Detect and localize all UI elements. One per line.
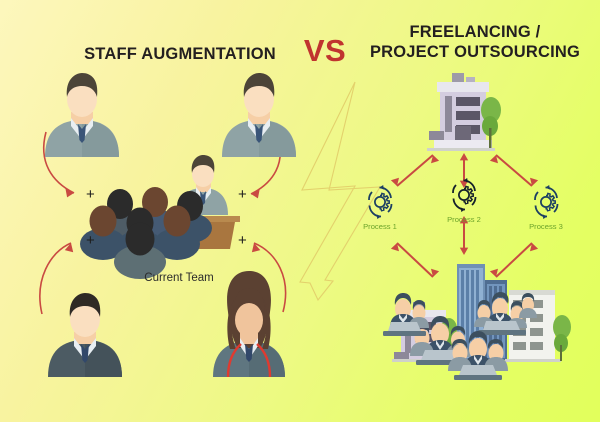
worker-desk-2 xyxy=(383,293,429,336)
arrow-top-left xyxy=(42,131,75,198)
current-team-label: Current Team xyxy=(144,272,214,284)
worker-desk-3 xyxy=(474,292,527,335)
left-panel-title: STAFF AUGMENTATION xyxy=(84,45,276,63)
right-panel-title-line-2: PROJECT OUTSOURCING xyxy=(369,43,581,62)
process-1-label: Process 1 xyxy=(363,222,397,231)
client-office-building xyxy=(427,73,501,151)
right-panel-title-line-1: FREELANCING / xyxy=(409,23,541,41)
worker-desk-5 xyxy=(519,293,537,318)
plus-sign-top-right: + xyxy=(238,186,247,203)
process-3-icon xyxy=(534,185,559,219)
arrow-process-1-to-vendor xyxy=(390,242,440,278)
process-1-icon xyxy=(368,185,393,219)
augment-person-top-right xyxy=(222,73,296,157)
arrow-building-to-process-1 xyxy=(390,154,440,187)
current-team-cluster xyxy=(80,155,240,279)
arrow-process-2-to-vendor xyxy=(459,216,469,255)
arrow-bottom-left xyxy=(39,242,74,315)
plus-sign-bottom-left: + xyxy=(86,232,95,249)
plus-sign-bottom-right: + xyxy=(238,232,247,249)
plus-sign-top-left: + xyxy=(86,186,95,203)
process-2-icon xyxy=(452,178,477,212)
process-2-label: Process 2 xyxy=(447,215,481,224)
arrow-process-3-to-vendor xyxy=(489,242,539,278)
augment-person-bottom-left xyxy=(48,293,122,377)
arrow-bottom-right xyxy=(251,242,287,313)
process-3-label: Process 3 xyxy=(529,222,563,231)
worker-desk-4 xyxy=(448,331,508,380)
augment-person-top-left xyxy=(45,73,119,157)
vendor-workers xyxy=(383,292,537,380)
arrow-building-to-process-3 xyxy=(489,154,539,187)
augment-person-bottom-right xyxy=(213,271,285,378)
arrow-building-to-process-2 xyxy=(459,153,469,188)
vs-label: VS xyxy=(303,33,347,68)
right-panel-title: FREELANCING / PROJECT OUTSOURCING xyxy=(362,22,588,62)
